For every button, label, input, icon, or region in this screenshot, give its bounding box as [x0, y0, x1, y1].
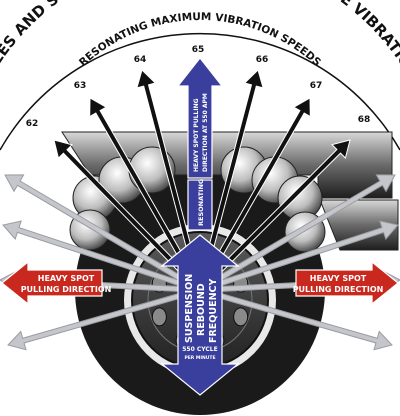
speed-label-68: 68: [358, 115, 371, 125]
speed-arrows: [53, 69, 351, 293]
right-pull-line-2: PULLING DIRECTION: [293, 285, 384, 294]
gray-arrow-2: [2, 220, 202, 294]
lug-hole-4: [151, 307, 167, 327]
left-pull-arrow: HEAVY SPOT PULLING DIRECTION: [1, 260, 112, 306]
outer-guide-arc: [0, 32, 400, 151]
speed-label-67: 67: [310, 81, 323, 91]
speed-labels: 62 63 64 65 66 67 68: [26, 45, 371, 129]
left-pull-line-2: PULLING DIRECTION: [21, 285, 112, 294]
right-pull-arrow: HEAVY SPOT PULLING DIRECTION: [293, 260, 399, 306]
cycle-label: 550 CYCLE: [182, 346, 217, 353]
left-pull-line-1: HEAVY SPOT: [38, 274, 95, 283]
speed-label-65: 65: [192, 45, 205, 55]
center-arrow-top-line-2: DIRECTION AT 550 APM: [202, 93, 209, 172]
lug-hole-1: [233, 307, 249, 327]
gray-arrow-5: [198, 174, 396, 293]
resonating-box-shape: [187, 179, 213, 231]
speed-label-62: 62: [26, 119, 39, 129]
suspension-line-2: REBOUND: [196, 283, 207, 336]
speed-label-66: 66: [256, 55, 269, 65]
center-arrow-top-shape: [176, 57, 224, 179]
tread-block-right: [319, 199, 399, 251]
speed-arrow-62: [53, 139, 203, 293]
center-arrow-top: HEAVY SPOT PULLING DIRECTION AT 550 APM: [176, 57, 224, 179]
speed-label-63: 63: [74, 81, 87, 91]
suspension-line-3: FREQUENCY: [208, 279, 219, 343]
suspension-arrow-shape: [160, 234, 240, 396]
left-pull-arrow-shape: [1, 260, 103, 306]
per-minute-label: PER MINUTE: [184, 355, 215, 361]
center-arrow-top-line-1: HEAVY SPOT PULLING: [193, 98, 200, 172]
gray-arrow-1: [4, 174, 202, 293]
resonating-text: RESONATING: [197, 179, 205, 226]
right-pull-line-1: HEAVY SPOT: [310, 274, 367, 283]
suspension-line-1: SUSPENSION: [184, 274, 195, 343]
gray-arrow-8: [198, 286, 393, 351]
gray-arrow-4: [7, 286, 202, 351]
right-pull-arrow-shape: [295, 260, 399, 306]
resonating-box: RESONATING: [187, 179, 213, 231]
gray-arrows: [0, 174, 400, 351]
gray-arrow-6: [198, 220, 399, 294]
speed-label-64: 64: [134, 55, 147, 65]
suspension-arrow: SUSPENSION REBOUND FREQUENCY 550 CYCLE P…: [160, 234, 240, 396]
